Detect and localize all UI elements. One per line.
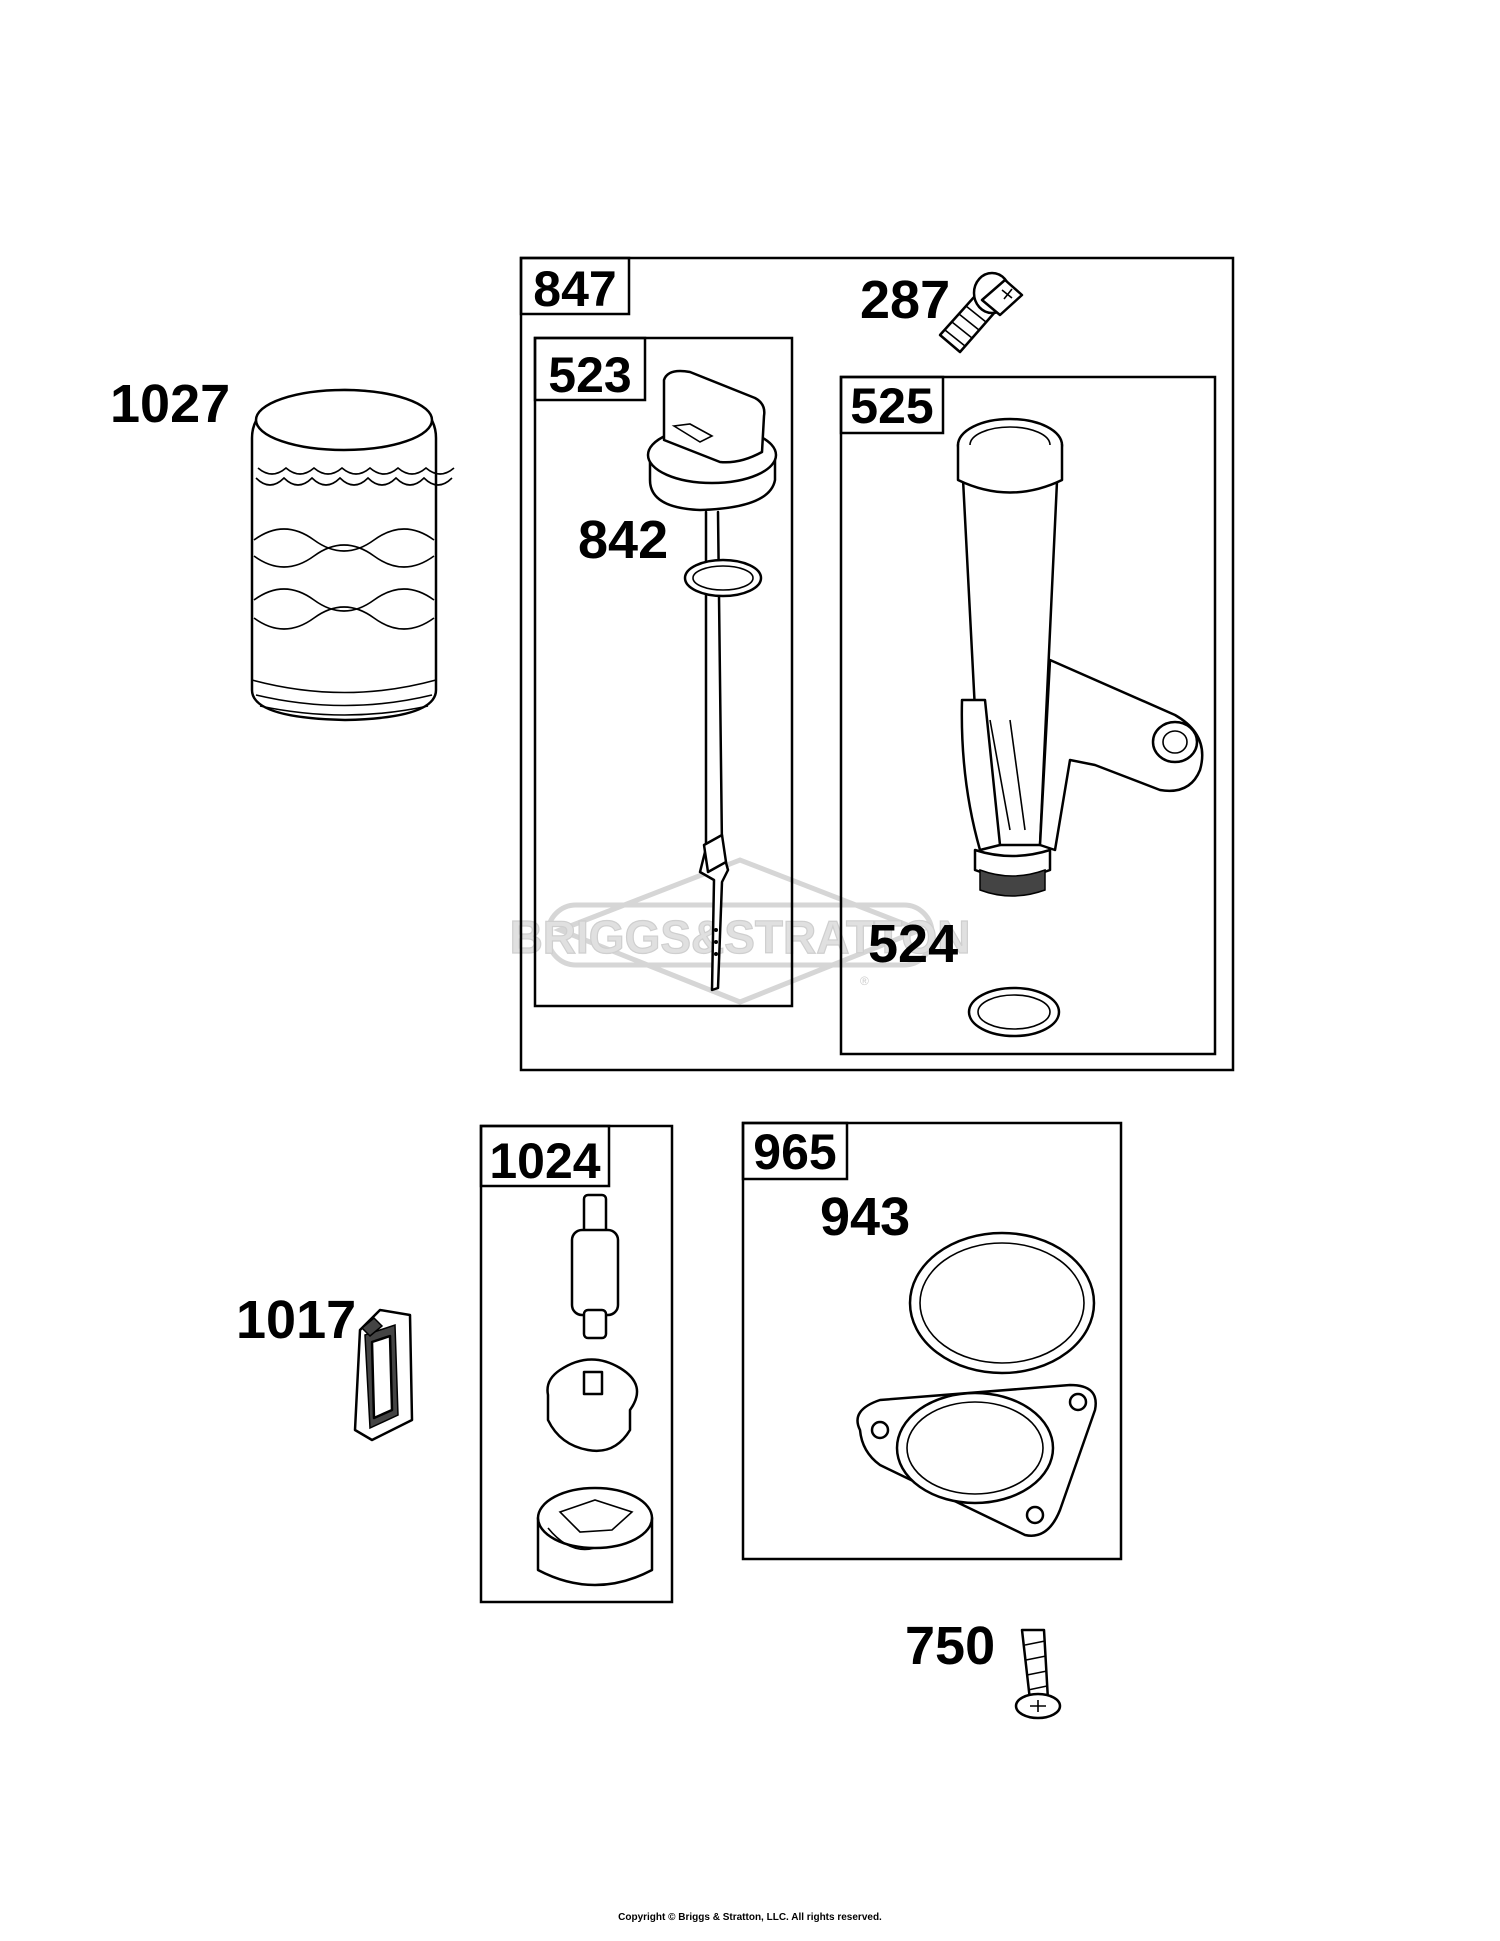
briggs-stratton-watermark: BRIGGS&STRATTON ®: [509, 857, 971, 1005]
dipstick-rod-icon: [698, 510, 730, 992]
pump-shaft-icon: [570, 1193, 620, 1340]
seal-ring-943-icon: [908, 1231, 1096, 1375]
part-label-1027: 1027: [110, 374, 230, 434]
label-box-965: [741, 1121, 849, 1181]
bolt-287-icon: [938, 271, 1024, 354]
inner-rotor-icon: [546, 1358, 639, 1453]
label-box-847: [519, 256, 631, 316]
frame-525: [839, 375, 1217, 1056]
oil-filter-icon: [250, 388, 455, 722]
dipstick-cap-icon: [646, 369, 778, 512]
part-label-750: 750: [905, 1616, 995, 1676]
part-label-943: 943: [820, 1187, 910, 1247]
label-box-1024: [479, 1124, 611, 1188]
label-box-523: [533, 336, 647, 402]
box-label-847: 847: [533, 261, 616, 317]
box-label-965: 965: [753, 1124, 836, 1180]
watermark-registered: ®: [860, 974, 869, 988]
gasket-524-icon: [967, 986, 1061, 1038]
mounting-plate-icon: [856, 1383, 1097, 1537]
part-label-1017: 1017: [236, 1290, 356, 1350]
part-label-287: 287: [860, 270, 950, 330]
copyright-notice: Copyright © Briggs & Stratton, LLC. All …: [618, 1912, 882, 1923]
watermark-text: BRIGGS&STRATTON: [510, 911, 971, 963]
box-label-1024: 1024: [489, 1133, 600, 1189]
outer-rotor-icon: [536, 1486, 654, 1587]
frame-965: [741, 1121, 1123, 1561]
frame-523: [533, 336, 794, 1008]
screw-750-icon: [1014, 1628, 1062, 1720]
part-label-842: 842: [578, 510, 668, 570]
box-label-523: 523: [548, 347, 631, 403]
label-box-525: [839, 375, 945, 435]
part-label-524: 524: [868, 914, 958, 974]
frame-847: [519, 256, 1235, 1072]
box-label-525: 525: [850, 378, 933, 434]
oil-cooler-1017-icon: [353, 1308, 414, 1442]
oil-fill-tube-icon: [956, 417, 1204, 897]
